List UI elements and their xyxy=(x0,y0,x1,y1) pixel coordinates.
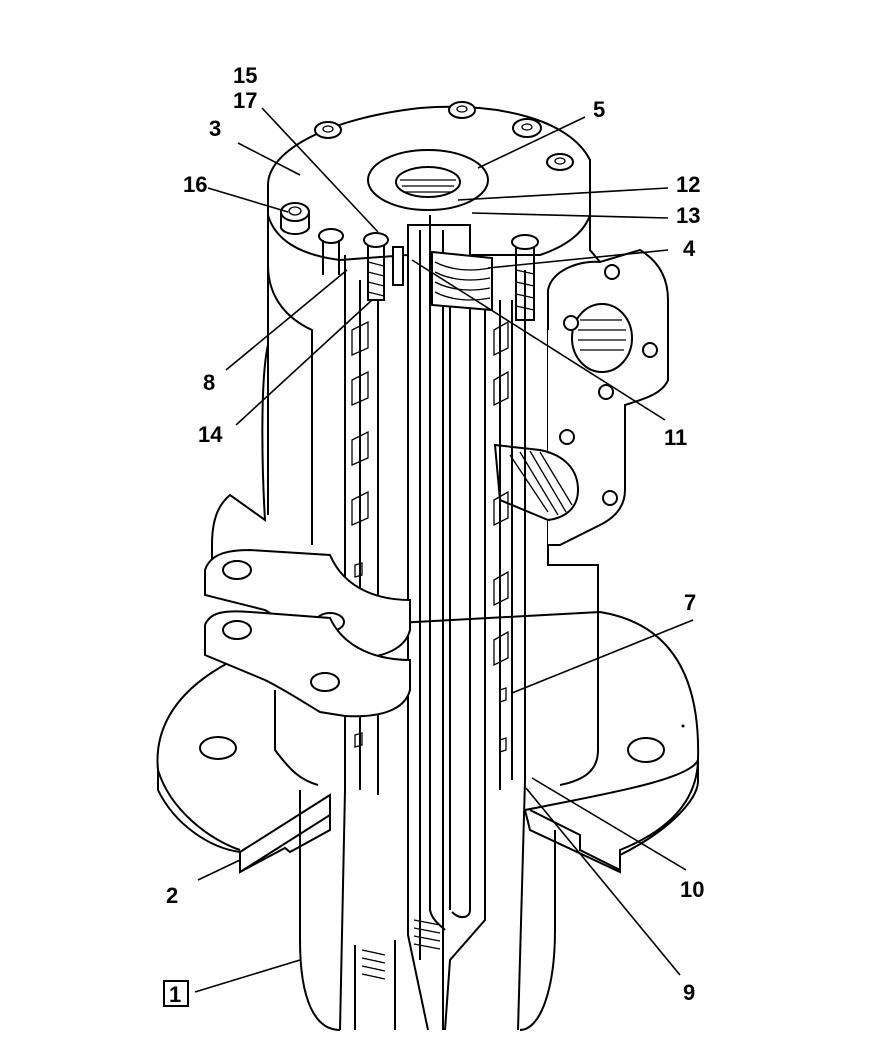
callout-1-box xyxy=(163,980,189,1007)
leader-16 xyxy=(207,187,289,213)
leader-15-17 xyxy=(261,107,379,233)
callout-labels: 15 17 3 5 16 12 13 4 8 14 11 7 2 10 9 1 xyxy=(163,63,704,1007)
callout-3: 3 xyxy=(209,116,221,141)
callout-15: 15 xyxy=(233,63,257,88)
callout-12: 12 xyxy=(676,172,700,197)
callout-5: 5 xyxy=(593,97,605,122)
callout-2: 2 xyxy=(166,883,178,908)
callout-8: 8 xyxy=(203,370,215,395)
callout-13: 13 xyxy=(676,203,700,228)
top-screws xyxy=(318,228,539,321)
top-cap xyxy=(267,101,591,262)
leader-12 xyxy=(457,187,669,201)
callout-7: 7 xyxy=(684,590,696,615)
leader-2 xyxy=(197,859,241,881)
leader-11 xyxy=(411,259,666,421)
leader-4 xyxy=(487,249,669,269)
leader-14 xyxy=(235,299,373,426)
leader-1 xyxy=(194,959,301,993)
callout-4: 4 xyxy=(683,236,696,261)
leader-10 xyxy=(531,777,687,871)
leader-13 xyxy=(471,212,669,219)
leader-5 xyxy=(477,116,586,169)
leader-3 xyxy=(237,142,301,176)
port-flange xyxy=(493,248,669,546)
speck-mark xyxy=(681,724,685,728)
leader-8 xyxy=(225,269,348,371)
leader-9 xyxy=(525,787,681,976)
callout-9: 9 xyxy=(683,980,695,1005)
leader-7 xyxy=(511,619,694,694)
callout-14: 14 xyxy=(198,422,223,447)
central-shaft xyxy=(354,215,493,1031)
callout-16: 16 xyxy=(183,172,207,197)
cap-bolt-heads xyxy=(280,101,574,235)
callout-17: 17 xyxy=(233,88,257,113)
callout-11: 11 xyxy=(664,425,687,450)
leader-lines xyxy=(194,107,694,993)
clamp-brackets xyxy=(204,548,411,718)
callout-1: 1 xyxy=(169,982,181,1007)
seal-sleeve xyxy=(339,255,526,1031)
callout-10: 10 xyxy=(680,877,704,902)
